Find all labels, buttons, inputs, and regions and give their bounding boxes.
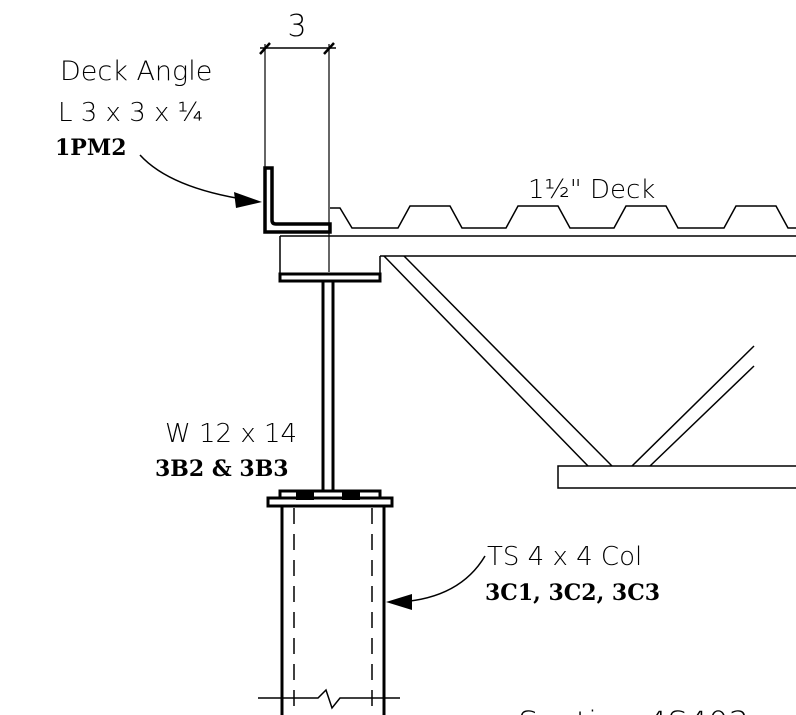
arrowhead-icon (234, 192, 262, 208)
deck-angle-mark: 1PM2 (55, 135, 127, 161)
metal-deck: 1½" Deck (330, 175, 796, 229)
w-beam-section: W 12 x 14 3B2 & 3B3 (155, 272, 382, 500)
column-mark: 3C1, 3C2, 3C3 (485, 580, 660, 606)
deck-angle-size: L 3 x 3 x ¼ (58, 98, 203, 128)
dimension-marker: 3 (259, 9, 336, 272)
section-title: Section 4S403 (518, 704, 749, 715)
column-callout: TS 4 x 4 Col 3C1, 3C2, 3C3 (386, 542, 660, 610)
deck-angle-shape (263, 166, 332, 234)
joist-web (383, 255, 755, 467)
dimension-value: 3 (287, 9, 306, 44)
ts-column (258, 506, 400, 715)
deck-angle-leader (139, 154, 249, 201)
column-size: TS 4 x 4 Col (487, 542, 642, 572)
beam-size: W 12 x 14 (165, 419, 297, 449)
joist-top-chord (279, 235, 796, 275)
deck-angle-title: Deck Angle (60, 56, 212, 87)
beam-mark: 3B2 & 3B3 (155, 456, 289, 482)
column-cap-plate (266, 490, 394, 508)
deck-label: 1½" Deck (528, 175, 655, 205)
joist-bottom-chord (557, 465, 796, 489)
break-line (258, 688, 400, 710)
arrowhead-icon (386, 594, 412, 610)
column-leader (399, 555, 486, 603)
deck-angle-callout: Deck Angle L 3 x 3 x ¼ 1PM2 (55, 56, 262, 208)
